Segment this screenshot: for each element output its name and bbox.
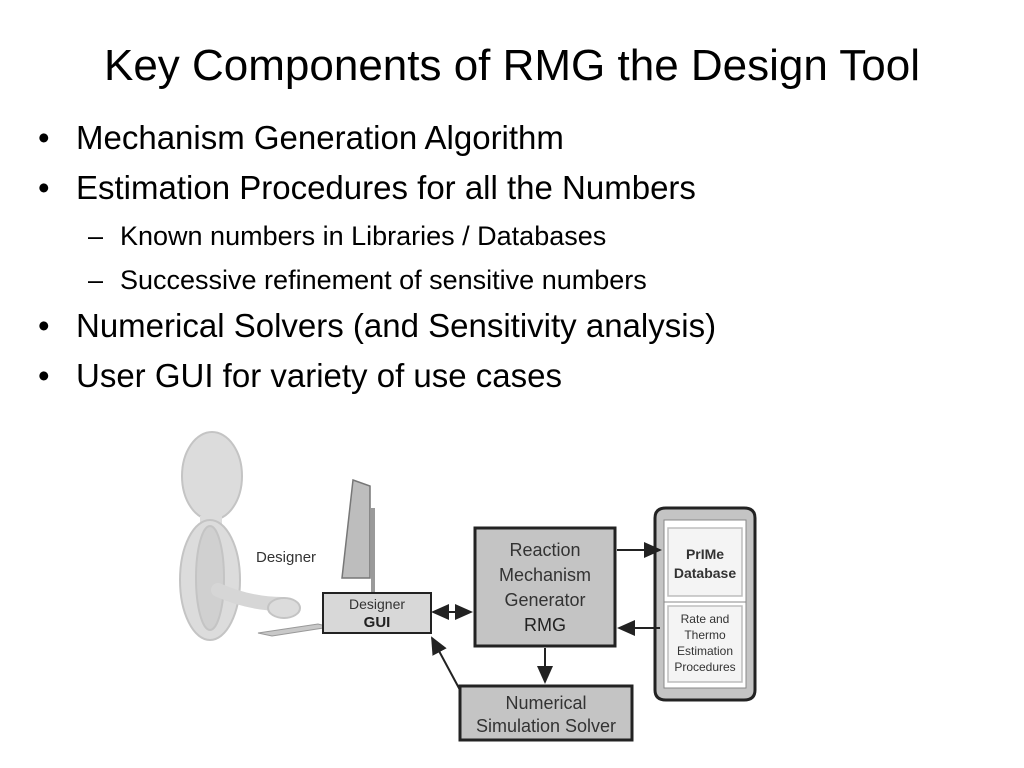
rmg-architecture-diagram: Designer Designer GUI Reaction Mechanism… — [179, 431, 757, 742]
designer-label: Designer — [256, 549, 316, 566]
rmg-box-line3: Generator — [504, 590, 585, 610]
rmg-box-line2: Mechanism — [499, 565, 591, 585]
rate-box-line2: Thermo — [684, 628, 726, 642]
bullet-text: Estimation Procedures for all the Number… — [76, 169, 696, 206]
sub-bullet-text: Known numbers in Libraries / Databases — [120, 221, 607, 251]
rate-box-line4: Procedures — [674, 660, 735, 674]
sub-bullet-glyph: – — [88, 265, 104, 295]
bullet-text: Numerical Solvers (and Sensitivity analy… — [76, 307, 717, 344]
bullet-list: • Mechanism Generation Algorithm • Estim… — [36, 118, 716, 406]
sub-bullet-text: Successive refinement of sensitive numbe… — [120, 265, 647, 295]
rmg-box-line1: Reaction — [509, 540, 580, 560]
bullet-glyph: • — [38, 119, 50, 156]
bullet-text: User GUI for variety of use cases — [76, 357, 562, 394]
diagram-arrows — [431, 542, 662, 691]
bullet-item: • Estimation Procedures for all the Numb… — [36, 168, 716, 218]
gui-box-line2: GUI — [364, 614, 391, 631]
prime-box-line2: Database — [674, 565, 736, 581]
bullet-glyph: • — [38, 307, 50, 344]
numerical-solver-box: Numerical Simulation Solver — [458, 684, 634, 742]
rmg-box-line4: RMG — [524, 615, 566, 635]
bullet-text: Mechanism Generation Algorithm — [76, 119, 564, 156]
solver-to-gui-arrow — [431, 636, 461, 691]
rmg-box: Reaction Mechanism Generator RMG — [473, 526, 617, 648]
bullet-glyph: • — [38, 357, 50, 394]
solver-box-line2: Simulation Solver — [476, 716, 616, 736]
database-container: PrIMe Database Rate and Thermo Estimatio… — [653, 506, 757, 702]
bullet-item: • Mechanism Generation Algorithm — [36, 118, 716, 168]
bullet-item: • User GUI for variety of use cases — [36, 356, 716, 406]
bullet-glyph: • — [38, 169, 50, 206]
solver-box-line1: Numerical — [505, 693, 586, 713]
monitor-icon — [257, 478, 375, 637]
designer-figure-icon — [179, 431, 301, 641]
sub-bullet-glyph: – — [88, 221, 104, 251]
bullet-item: • Numerical Solvers (and Sensitivity ana… — [36, 306, 716, 356]
rate-box-line3: Estimation — [677, 644, 733, 658]
rate-box-line1: Rate and — [681, 612, 730, 626]
slide-title: Key Components of RMG the Design Tool — [103, 41, 921, 90]
designer-gui-box: Designer GUI — [322, 592, 432, 634]
prime-box-line1: PrIMe — [686, 546, 724, 562]
sub-bullet-item: – Known numbers in Libraries / Databases — [36, 218, 716, 262]
sub-bullet-item: – Successive refinement of sensitive num… — [36, 262, 716, 306]
gui-box-line1: Designer — [349, 596, 405, 612]
